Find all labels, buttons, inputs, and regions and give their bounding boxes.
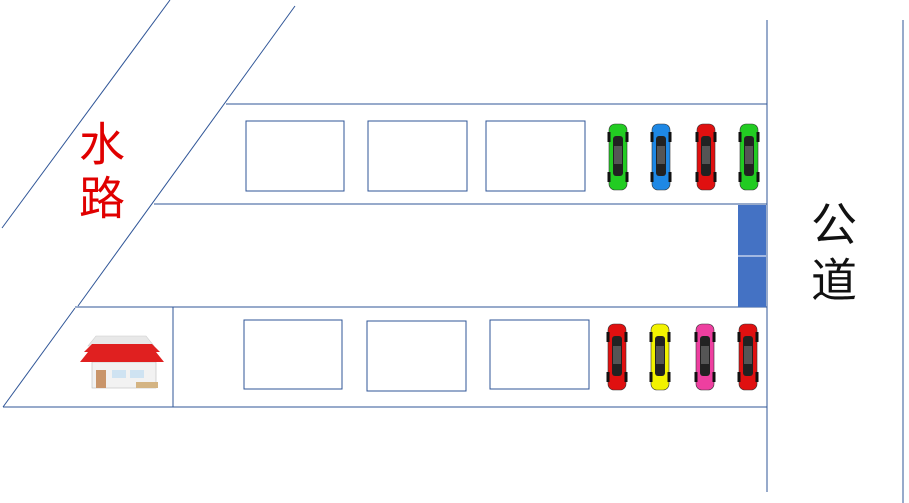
parked-car bbox=[695, 123, 717, 191]
parking-space-empty bbox=[245, 120, 345, 192]
canal-edge-right bbox=[77, 5, 296, 307]
parking-space-empty bbox=[489, 319, 590, 390]
parking-space-empty bbox=[485, 120, 586, 192]
parking-space-empty bbox=[366, 320, 467, 392]
canal-edge-lower bbox=[2, 307, 76, 408]
canal-label: 水路 bbox=[72, 120, 126, 228]
parking-space-empty bbox=[367, 120, 468, 192]
parked-car bbox=[650, 123, 672, 191]
parked-car bbox=[737, 323, 759, 391]
upper-parked-cars bbox=[607, 123, 760, 191]
parked-car bbox=[607, 123, 629, 191]
lower-parked-cars bbox=[606, 323, 759, 391]
parked-car bbox=[694, 323, 716, 391]
parking-space-empty bbox=[243, 319, 343, 390]
canal-edge-left bbox=[1, 0, 171, 229]
house-icon bbox=[80, 335, 164, 389]
public-road-label: 公道 bbox=[804, 200, 858, 312]
parked-car bbox=[606, 323, 628, 391]
parked-car bbox=[738, 123, 760, 191]
parked-car bbox=[649, 323, 671, 391]
